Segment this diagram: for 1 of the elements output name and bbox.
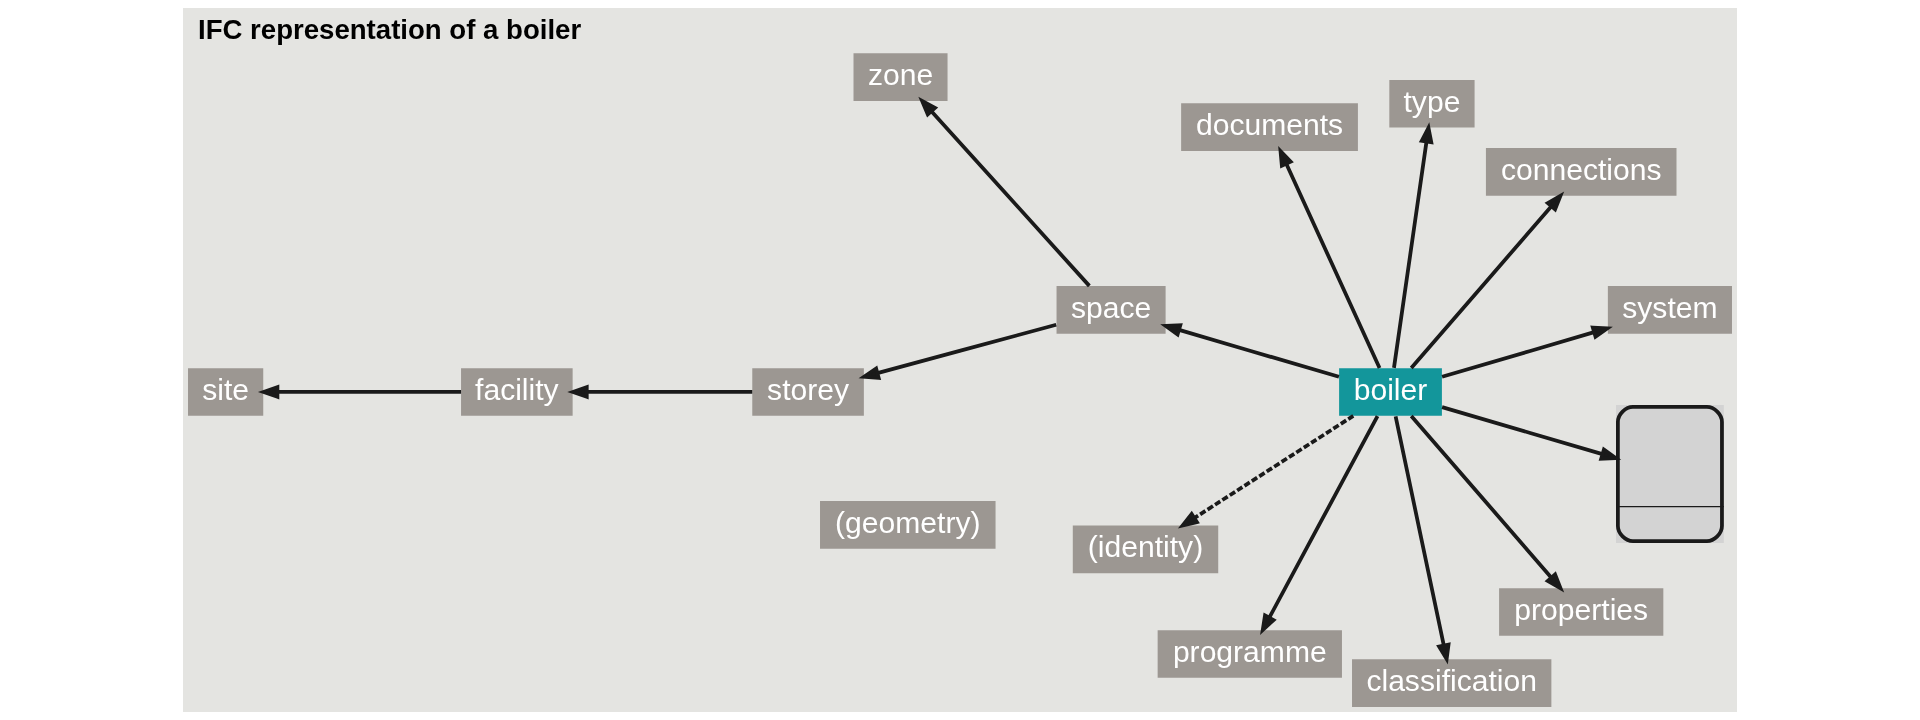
diagram-title: IFC representation of a boiler [198,13,582,45]
